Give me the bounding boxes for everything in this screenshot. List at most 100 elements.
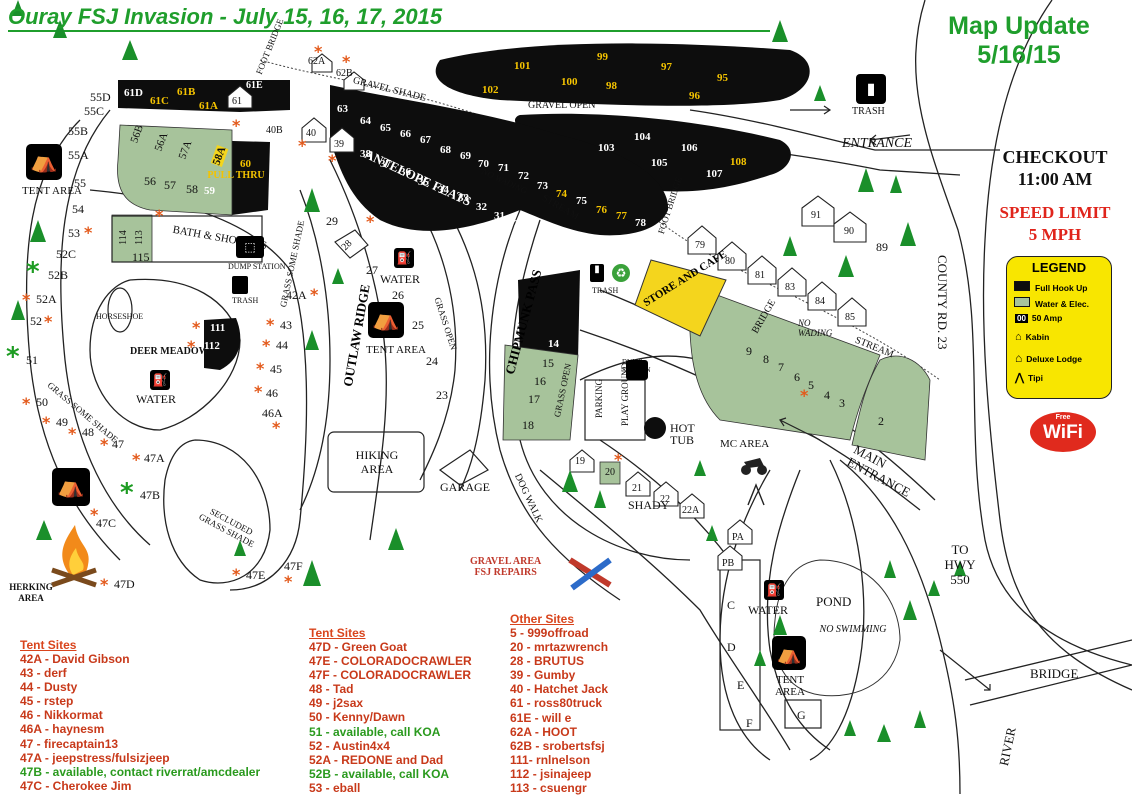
site-22a[interactable]: 22A: [682, 505, 700, 516]
site-61b[interactable]: 61B: [177, 86, 196, 98]
site-2[interactable]: 2: [878, 414, 884, 428]
site-5[interactable]: 5: [808, 378, 814, 392]
site-29[interactable]: 29: [326, 214, 338, 228]
site-50[interactable]: 50: [36, 395, 48, 409]
site-98[interactable]: 98: [606, 80, 617, 92]
site-63[interactable]: 63: [337, 103, 348, 115]
site-64[interactable]: 64: [360, 115, 371, 127]
site-55d[interactable]: 55D: [90, 90, 111, 104]
site-47a[interactable]: 47A: [144, 451, 165, 465]
site-74[interactable]: 74: [556, 188, 567, 200]
site-30[interactable]: 30: [514, 218, 525, 230]
site-115[interactable]: 115: [132, 250, 150, 264]
site-105[interactable]: 105: [651, 157, 668, 169]
site-e[interactable]: E: [737, 678, 745, 692]
site-111[interactable]: 111: [210, 322, 226, 334]
site-61d[interactable]: 61D: [124, 87, 143, 99]
site-f[interactable]: F: [746, 716, 753, 730]
site-23[interactable]: 23: [436, 388, 448, 402]
site-45[interactable]: 45: [270, 362, 282, 376]
site-95[interactable]: 95: [717, 72, 728, 84]
site-pb[interactable]: PB: [722, 558, 735, 569]
site-100[interactable]: 100: [561, 76, 578, 88]
site-90[interactable]: 90: [844, 226, 854, 237]
site-78[interactable]: 78: [635, 217, 646, 229]
site-42a[interactable]: 42A: [286, 288, 307, 302]
site-22[interactable]: 22: [660, 494, 670, 505]
site-47f[interactable]: 47F: [284, 559, 303, 573]
site-73[interactable]: 73: [537, 180, 548, 192]
site-40b[interactable]: 40B: [266, 125, 283, 136]
site-51[interactable]: 51: [26, 353, 38, 367]
site-16[interactable]: 16: [534, 374, 546, 388]
site-19[interactable]: 19: [575, 456, 585, 467]
site-21[interactable]: 21: [632, 483, 642, 494]
site-52[interactable]: 52: [30, 314, 42, 328]
site-61e[interactable]: 61E: [246, 80, 263, 91]
site-8[interactable]: 8: [763, 352, 769, 366]
site-99[interactable]: 99: [597, 51, 608, 63]
site-83[interactable]: 83: [785, 282, 795, 293]
site-47[interactable]: 47: [112, 437, 124, 451]
site-27[interactable]: 27: [366, 263, 378, 277]
site-65[interactable]: 65: [380, 122, 391, 134]
site-93[interactable]: 93: [773, 99, 784, 111]
site-62a[interactable]: 62A: [308, 56, 326, 67]
site-52a[interactable]: 52A: [36, 292, 57, 306]
site-34[interactable]: 34: [438, 184, 449, 196]
site-85[interactable]: 85: [845, 312, 855, 323]
site-57[interactable]: 57: [164, 178, 176, 192]
site-54[interactable]: 54: [72, 202, 84, 216]
site-38[interactable]: 38: [360, 148, 371, 160]
site-91[interactable]: 91: [811, 210, 821, 221]
site-68[interactable]: 68: [440, 144, 451, 156]
site-pa[interactable]: PA: [732, 532, 744, 543]
site-71[interactable]: 71: [498, 162, 509, 174]
site-104[interactable]: 104: [634, 131, 651, 143]
site-107[interactable]: 107: [706, 168, 723, 180]
site-60[interactable]: 60: [240, 158, 251, 170]
site-114[interactable]: 114: [117, 230, 129, 245]
site-33[interactable]: 33: [458, 192, 469, 204]
site-40[interactable]: 40: [306, 128, 316, 139]
site-52b[interactable]: 52B: [48, 268, 69, 282]
site-55b[interactable]: 55B: [68, 124, 89, 138]
site-102[interactable]: 102: [482, 84, 499, 96]
site-46[interactable]: 46: [266, 386, 278, 400]
site-61[interactable]: 61: [232, 96, 242, 107]
site-31[interactable]: 31: [494, 210, 505, 222]
site-d[interactable]: D: [727, 640, 736, 654]
site-46a[interactable]: 46A: [262, 406, 283, 420]
site-56[interactable]: 56: [144, 174, 156, 188]
site-17[interactable]: 17: [528, 392, 540, 406]
site-62b[interactable]: 62B: [336, 68, 353, 79]
site-48[interactable]: 48: [82, 425, 94, 439]
site-94[interactable]: 94: [742, 105, 753, 117]
site-59[interactable]: 59: [204, 185, 215, 197]
site-75[interactable]: 75: [576, 195, 587, 207]
site-113[interactable]: 113: [133, 230, 145, 245]
site-53[interactable]: 53: [68, 226, 80, 240]
site-26[interactable]: 26: [392, 288, 404, 302]
site-3[interactable]: 3: [839, 396, 845, 410]
site-24[interactable]: 24: [426, 354, 438, 368]
site-35[interactable]: 35: [418, 176, 429, 188]
site-36[interactable]: 36: [400, 166, 411, 178]
site-103[interactable]: 103: [598, 142, 615, 154]
site-96[interactable]: 96: [689, 90, 700, 102]
site-80[interactable]: 80: [725, 256, 735, 267]
site-112[interactable]: 112: [204, 340, 220, 352]
site-70[interactable]: 70: [478, 158, 489, 170]
site-76[interactable]: 76: [596, 204, 607, 216]
site-52c[interactable]: 52C: [56, 247, 77, 261]
site-47b[interactable]: 47B: [140, 488, 161, 502]
site-69[interactable]: 69: [460, 150, 471, 162]
site-58[interactable]: 58: [186, 182, 198, 196]
site-44[interactable]: 44: [276, 338, 288, 352]
site-37[interactable]: 37: [380, 158, 391, 170]
site-15[interactable]: 15: [542, 356, 554, 370]
site-89[interactable]: 89: [876, 240, 888, 254]
site-7[interactable]: 7: [778, 360, 784, 374]
site-55a[interactable]: 55A: [68, 148, 89, 162]
site-g[interactable]: G: [797, 708, 806, 722]
